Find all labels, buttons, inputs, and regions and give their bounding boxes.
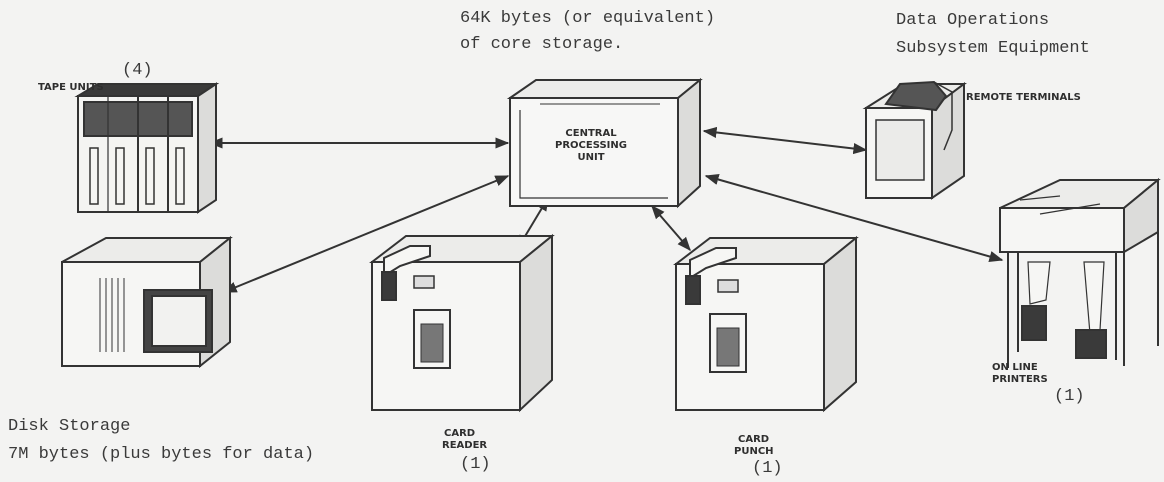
printer-illustration xyxy=(999,177,1161,368)
connector-cpu-punch xyxy=(651,204,691,252)
disk-storage-line2: 7M bytes (plus bytes for data) xyxy=(8,445,315,464)
cpu-storage-line1: 64K bytes (or equivalent) xyxy=(460,9,716,28)
cpu-label-line3: UNIT xyxy=(577,152,605,163)
disk-storage-line1: Disk Storage xyxy=(8,417,131,436)
data-ops-line1: Data Operations xyxy=(896,11,1050,30)
remote-terminals-label: REMOTE TERMINALS xyxy=(966,92,1081,103)
connector-cpu-printers xyxy=(704,174,1004,262)
card-punch-illustration xyxy=(673,235,859,413)
printers-line1: ON LINE xyxy=(992,362,1038,373)
cpu-label-line2: PROCESSING xyxy=(555,140,627,151)
connector-cpu-terminals xyxy=(702,126,868,155)
tape-units-illustration xyxy=(74,82,220,214)
disk-storage-illustration xyxy=(61,235,233,369)
data-ops-line2: Subsystem Equipment xyxy=(896,39,1090,58)
card-reader-line1: CARD xyxy=(444,428,476,439)
card-reader-line2: READER xyxy=(442,440,488,451)
cpu-storage-line2: of core storage. xyxy=(460,35,624,54)
cpu-label-line1: CENTRAL xyxy=(565,128,617,139)
card-reader-illustration xyxy=(369,233,555,413)
card-punch-count: (1) xyxy=(752,459,783,478)
cpu-cabinet xyxy=(506,77,703,209)
printers-line2: PRINTERS xyxy=(992,374,1048,385)
printers-count: (1) xyxy=(1054,387,1085,406)
card-punch-line2: PUNCH xyxy=(734,446,774,457)
remote-terminal-illustration xyxy=(862,80,967,200)
connector-cpu-disk xyxy=(222,175,510,293)
cpu-label: CENTRAL PROCESSING UNIT xyxy=(536,128,646,164)
card-reader-count: (1) xyxy=(460,455,491,474)
tape-units-count: (4) xyxy=(122,61,153,80)
tape-units-label: TAPE UNITS xyxy=(38,82,104,93)
card-punch-line1: CARD xyxy=(738,434,770,445)
